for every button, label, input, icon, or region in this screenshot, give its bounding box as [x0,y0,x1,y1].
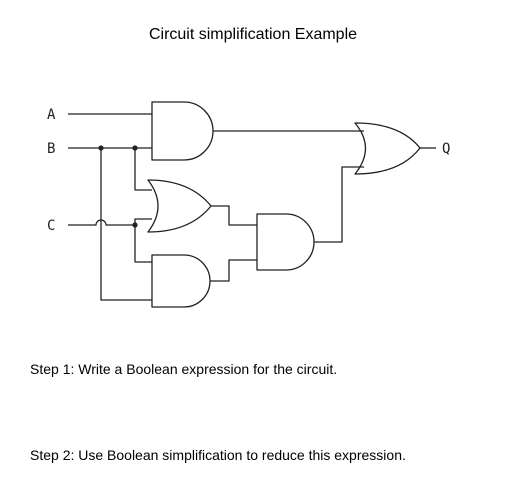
and-gate-bc [151,254,211,308]
or-gate-bc [147,179,212,233]
junction-c [132,222,138,228]
wire-b-branch-bottom [100,148,152,301]
junction-b-2 [132,145,138,151]
diagram-title: Circuit simplification Example [148,26,358,43]
input-label-c: C [47,218,55,234]
and-gate-middle [256,213,315,271]
logic-circuit: A B C Q [47,101,450,308]
wire-or-out [211,205,257,226]
wire-c [68,218,152,226]
input-label-a: A [47,107,56,123]
wire-middle-out [314,166,364,243]
step-2-text: Step 2: Use Boolean simplification to re… [30,447,406,463]
step-1-text: Step 1: Write a Boolean expression for t… [30,361,338,377]
wire-and-out [210,259,257,282]
and-gate-ab [151,101,214,161]
junction-b-1 [98,145,104,151]
or-gate-final [354,122,421,175]
wire-c-branch-and [134,225,152,263]
output-label-q: Q [442,141,450,157]
wire-b-branch-or [134,148,152,191]
input-label-b: B [47,141,55,157]
